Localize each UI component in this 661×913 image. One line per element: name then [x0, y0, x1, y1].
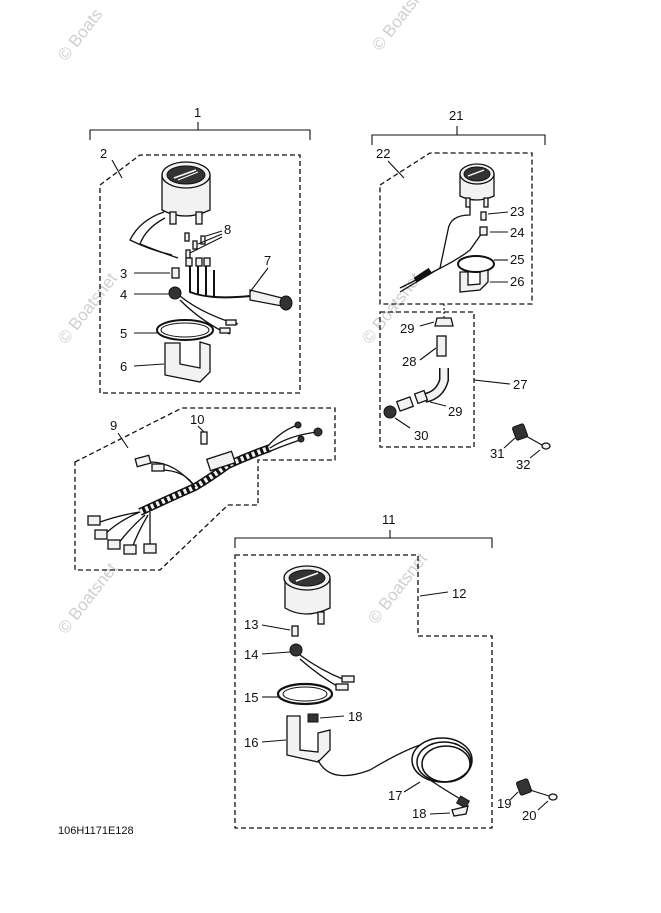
callout-3: 3 — [120, 266, 127, 281]
callout-29-top: 29 — [400, 321, 414, 336]
callout-23: 23 — [510, 204, 524, 219]
callout-18-lower: 18 — [412, 806, 426, 821]
watermark-top-mid: © Boatsnet — [368, 0, 435, 54]
harness-9-outline — [74, 407, 336, 571]
bracket-6 — [164, 341, 211, 383]
watermark-mid-left: © Boatsnet — [54, 269, 121, 347]
callout-22: 22 — [376, 146, 390, 161]
parts-31-32: 31 32 — [490, 423, 551, 472]
fitting-pitot — [395, 396, 415, 412]
callout-2: 2 — [100, 146, 107, 161]
group-11-speedometer-kit: 11 12 13 14 15 18 16 — [234, 512, 493, 829]
nut-29-top — [434, 317, 454, 327]
callout-24: 24 — [510, 225, 524, 240]
speedometer-gauge-lower — [283, 565, 331, 625]
bracket-21 — [371, 134, 546, 145]
group-9-wire-harness: 9 10 — [74, 407, 336, 571]
callout-18-upper: 18 — [348, 709, 362, 724]
kit-27-outline — [379, 311, 475, 448]
clamp-19 — [516, 778, 532, 796]
kit-2-outline — [99, 154, 301, 394]
callout-4: 4 — [120, 287, 127, 302]
callout-14: 14 — [244, 647, 258, 662]
callout-15: 15 — [244, 690, 258, 705]
watermark-top-left: © Boats — [54, 5, 106, 65]
callout-21: 21 — [449, 108, 463, 123]
group-1-tachometer-kit: 1 2 8 3 — [89, 105, 311, 394]
callout-25: 25 — [510, 252, 524, 267]
callout-9: 9 — [110, 418, 117, 433]
drawing-code: 106H1171E128 — [58, 825, 134, 837]
callout-16: 16 — [244, 735, 258, 750]
callout-12: 12 — [452, 586, 466, 601]
callout-5: 5 — [120, 326, 127, 341]
kit-12-outline — [234, 554, 493, 829]
callout-8: 8 — [224, 222, 231, 237]
callout-13: 13 — [244, 617, 258, 632]
speedometer-gauge — [459, 163, 495, 208]
callout-29-bottom: 29 — [448, 404, 462, 419]
callout-20: 20 — [522, 808, 536, 823]
fitting-24 — [479, 226, 488, 236]
watermark-low-left: © Boatsnet — [54, 559, 121, 637]
callout-7: 7 — [264, 253, 271, 268]
bracket-1 — [89, 129, 311, 140]
callout-27: 27 — [513, 377, 527, 392]
callout-10: 10 — [190, 412, 204, 427]
screw-20 — [548, 793, 558, 801]
sender-14 — [289, 643, 355, 691]
terminals-8 — [184, 232, 206, 259]
screw-32 — [541, 442, 551, 450]
bracket-26 — [459, 269, 489, 293]
kit-22-outline — [379, 152, 533, 305]
callout-6: 6 — [120, 359, 127, 374]
bracket-11 — [234, 537, 493, 548]
nut-3 — [171, 267, 180, 279]
callout-28: 28 — [402, 354, 416, 369]
washer-30 — [383, 405, 397, 419]
fitting-18-upper — [307, 713, 319, 723]
fitting-23 — [480, 211, 487, 221]
callout-1: 1 — [194, 105, 201, 120]
callout-31: 31 — [490, 446, 504, 461]
callout-32: 32 — [516, 457, 530, 472]
lead-wire-7 — [185, 257, 293, 311]
ring-25 — [457, 255, 495, 273]
tachometer-gauge — [161, 161, 211, 225]
callout-19: 19 — [497, 796, 511, 811]
parts-19-20: 19 20 — [497, 778, 558, 823]
sender-4 — [168, 286, 239, 335]
ring-5 — [156, 319, 214, 341]
tube-28 — [436, 335, 447, 357]
group-21-speedometer-kit: 21 22 23 24 25 26 27 29 — [371, 108, 546, 448]
hose-17 — [317, 737, 473, 809]
clamp-31 — [512, 423, 528, 441]
fitting-13 — [291, 625, 299, 637]
bracket-16 — [286, 715, 331, 763]
callout-17: 17 — [388, 788, 402, 803]
callout-30: 30 — [414, 428, 428, 443]
fuse-10 — [200, 431, 208, 445]
callout-11: 11 — [382, 512, 396, 527]
callout-26: 26 — [510, 274, 524, 289]
watermark-low-mid: © Boatsnet — [364, 549, 431, 627]
ring-15 — [276, 682, 334, 706]
fitting-18-lower — [451, 805, 469, 817]
